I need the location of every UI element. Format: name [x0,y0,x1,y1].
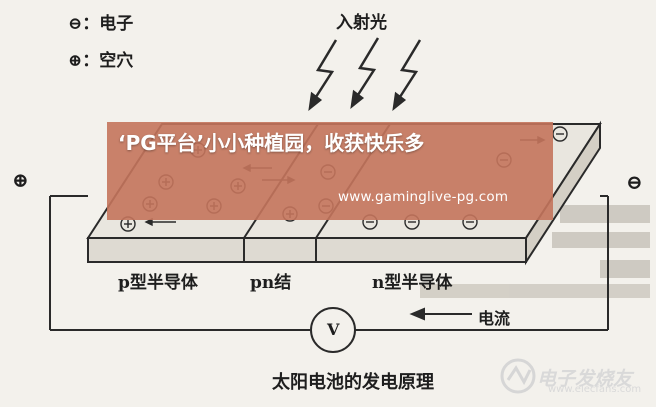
overlay-banner [107,122,553,220]
n-region-label: n型半导体 [372,273,453,293]
current-arrow [409,307,472,321]
incident-light-label: 入射光 [336,13,387,33]
overlay-url: www.gaminglive-pg.com [338,189,509,205]
terminal-right-symbol: ⊖ [626,170,643,194]
current-label: 电流 [478,309,511,328]
p-region-label: p型半导体 [118,273,198,293]
watermark-logo [500,358,536,394]
hole-legend: ⊕：空穴 [68,46,133,71]
watermark-text: 电子发烧友 [537,368,633,390]
watermark-sub: www.elecfans.com [548,384,642,395]
voltmeter [310,307,356,353]
electron-symbol-icon: ⊖ [68,14,83,34]
overlay-title: ‘PG平台’小小种植园，收获快乐多 [118,131,425,155]
hole-legend-label: ：空穴 [82,51,134,71]
electron-legend-label: ：电子 [82,14,134,34]
diagram-caption: 太阳电池的发电原理 [272,372,434,393]
hole-symbol-icon: ⊕ [68,51,83,71]
lightning-arrows [308,37,422,111]
circuit-wire [49,195,609,331]
pn-junction-label: pn结 [250,273,292,293]
background-smudge [420,205,650,298]
electron-legend: ⊖：电子 [68,9,133,34]
terminal-left-symbol: ⊕ [12,168,29,192]
voltmeter-label: V [327,320,340,339]
